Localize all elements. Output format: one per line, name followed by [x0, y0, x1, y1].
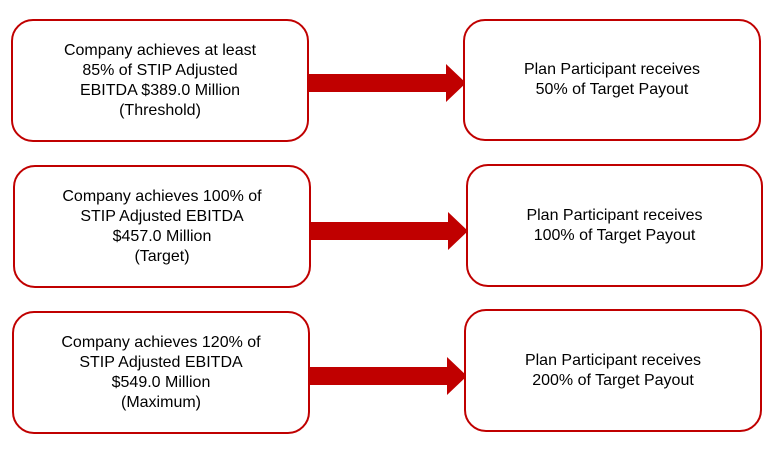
box-text-line: Company achieves at least [63, 41, 257, 59]
right-arrow-icon [309, 357, 467, 395]
maximum-payout-box: Plan Participant receives 200% of Target… [464, 309, 762, 432]
threshold-payout-box: Plan Participant receives 50% of Target … [463, 19, 761, 141]
box-text-line: 50% of Target Payout [535, 81, 689, 98]
box-text-line: Plan Participant receives [526, 206, 703, 224]
threshold-condition-box: Company achieves at least 85% of STIP Ad… [11, 19, 309, 142]
right-arrow-icon [308, 64, 466, 102]
box-text-line: (Maximum) [121, 393, 201, 411]
maximum-arrow [309, 357, 467, 395]
target-arrow [310, 212, 468, 250]
box-text-line: STIP Adjusted EBITDA [79, 353, 243, 371]
maximum-condition-box: Company achieves 120% of STIP Adjusted E… [12, 311, 310, 434]
box-text-line: 100% of Target Payout [533, 226, 696, 244]
box-text-line: $549.0 Million [111, 373, 211, 391]
box-text-line: 200% of Target Payout [532, 371, 694, 389]
box-text-line: STIP Adjusted EBITDA [80, 207, 244, 225]
box-text-line: $457.0 Million [112, 227, 212, 245]
right-arrow-icon [310, 212, 468, 250]
box-text-line: Company achieves 120% of [61, 333, 261, 351]
target-payout-box: Plan Participant receives 100% of Target… [466, 164, 763, 287]
target-condition-box: Company achieves 100% of STIP Adjusted E… [13, 165, 311, 288]
box-text-line: (Target) [134, 247, 190, 265]
box-text-line: Plan Participant receives [524, 351, 702, 369]
box-text-line: 85% of STIP Adjusted [82, 61, 238, 79]
threshold-arrow [308, 64, 466, 102]
box-text-line: (Threshold) [119, 101, 201, 119]
box-text-line: Company achieves 100% of [62, 187, 262, 205]
box-text-line: EBITDA $389.0 Million [79, 81, 241, 99]
box-text-line: Plan Participant receives [523, 61, 701, 78]
